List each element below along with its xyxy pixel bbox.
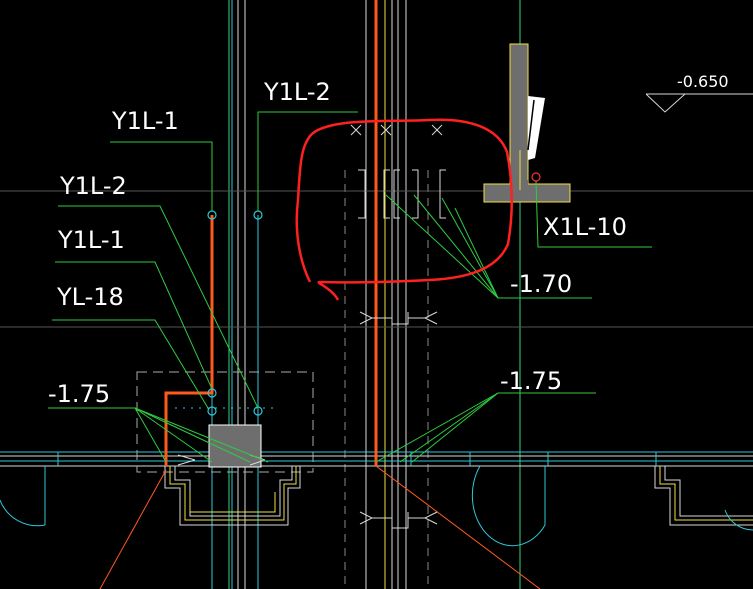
label-elev-minus-0650: -0.650: [677, 72, 729, 91]
label-y1l-2-left: Y1L-2: [59, 172, 127, 200]
column-section: [208, 424, 262, 468]
label-elev-minus-170: -1.70: [510, 270, 572, 298]
label-elev-minus-175-left: -1.75: [48, 380, 110, 408]
label-x1l-10: X1L-10: [543, 213, 627, 241]
label-y1l-1-left: Y1L-1: [57, 226, 125, 254]
elevation-marker-0650: [645, 93, 753, 113]
bracket-symbols: [350, 124, 446, 219]
label-y1l-2-top: Y1L-2: [263, 78, 331, 106]
vertical-axis-lines: [211, 0, 521, 589]
leader-lines: [48, 111, 652, 463]
door-swings: [0, 452, 753, 547]
revision-cloud: [295, 118, 513, 301]
label-yl-18: YL-18: [56, 283, 124, 311]
t-section-wall: [483, 43, 571, 203]
pit-outline-dashed: [136, 371, 314, 473]
valve-symbols: [177, 311, 438, 529]
label-elev-minus-175-right: -1.75: [500, 367, 562, 395]
orange-thin-lines: [99, 465, 541, 589]
sump-profile: [164, 466, 753, 526]
label-y1l-1-top: Y1L-1: [111, 107, 179, 135]
